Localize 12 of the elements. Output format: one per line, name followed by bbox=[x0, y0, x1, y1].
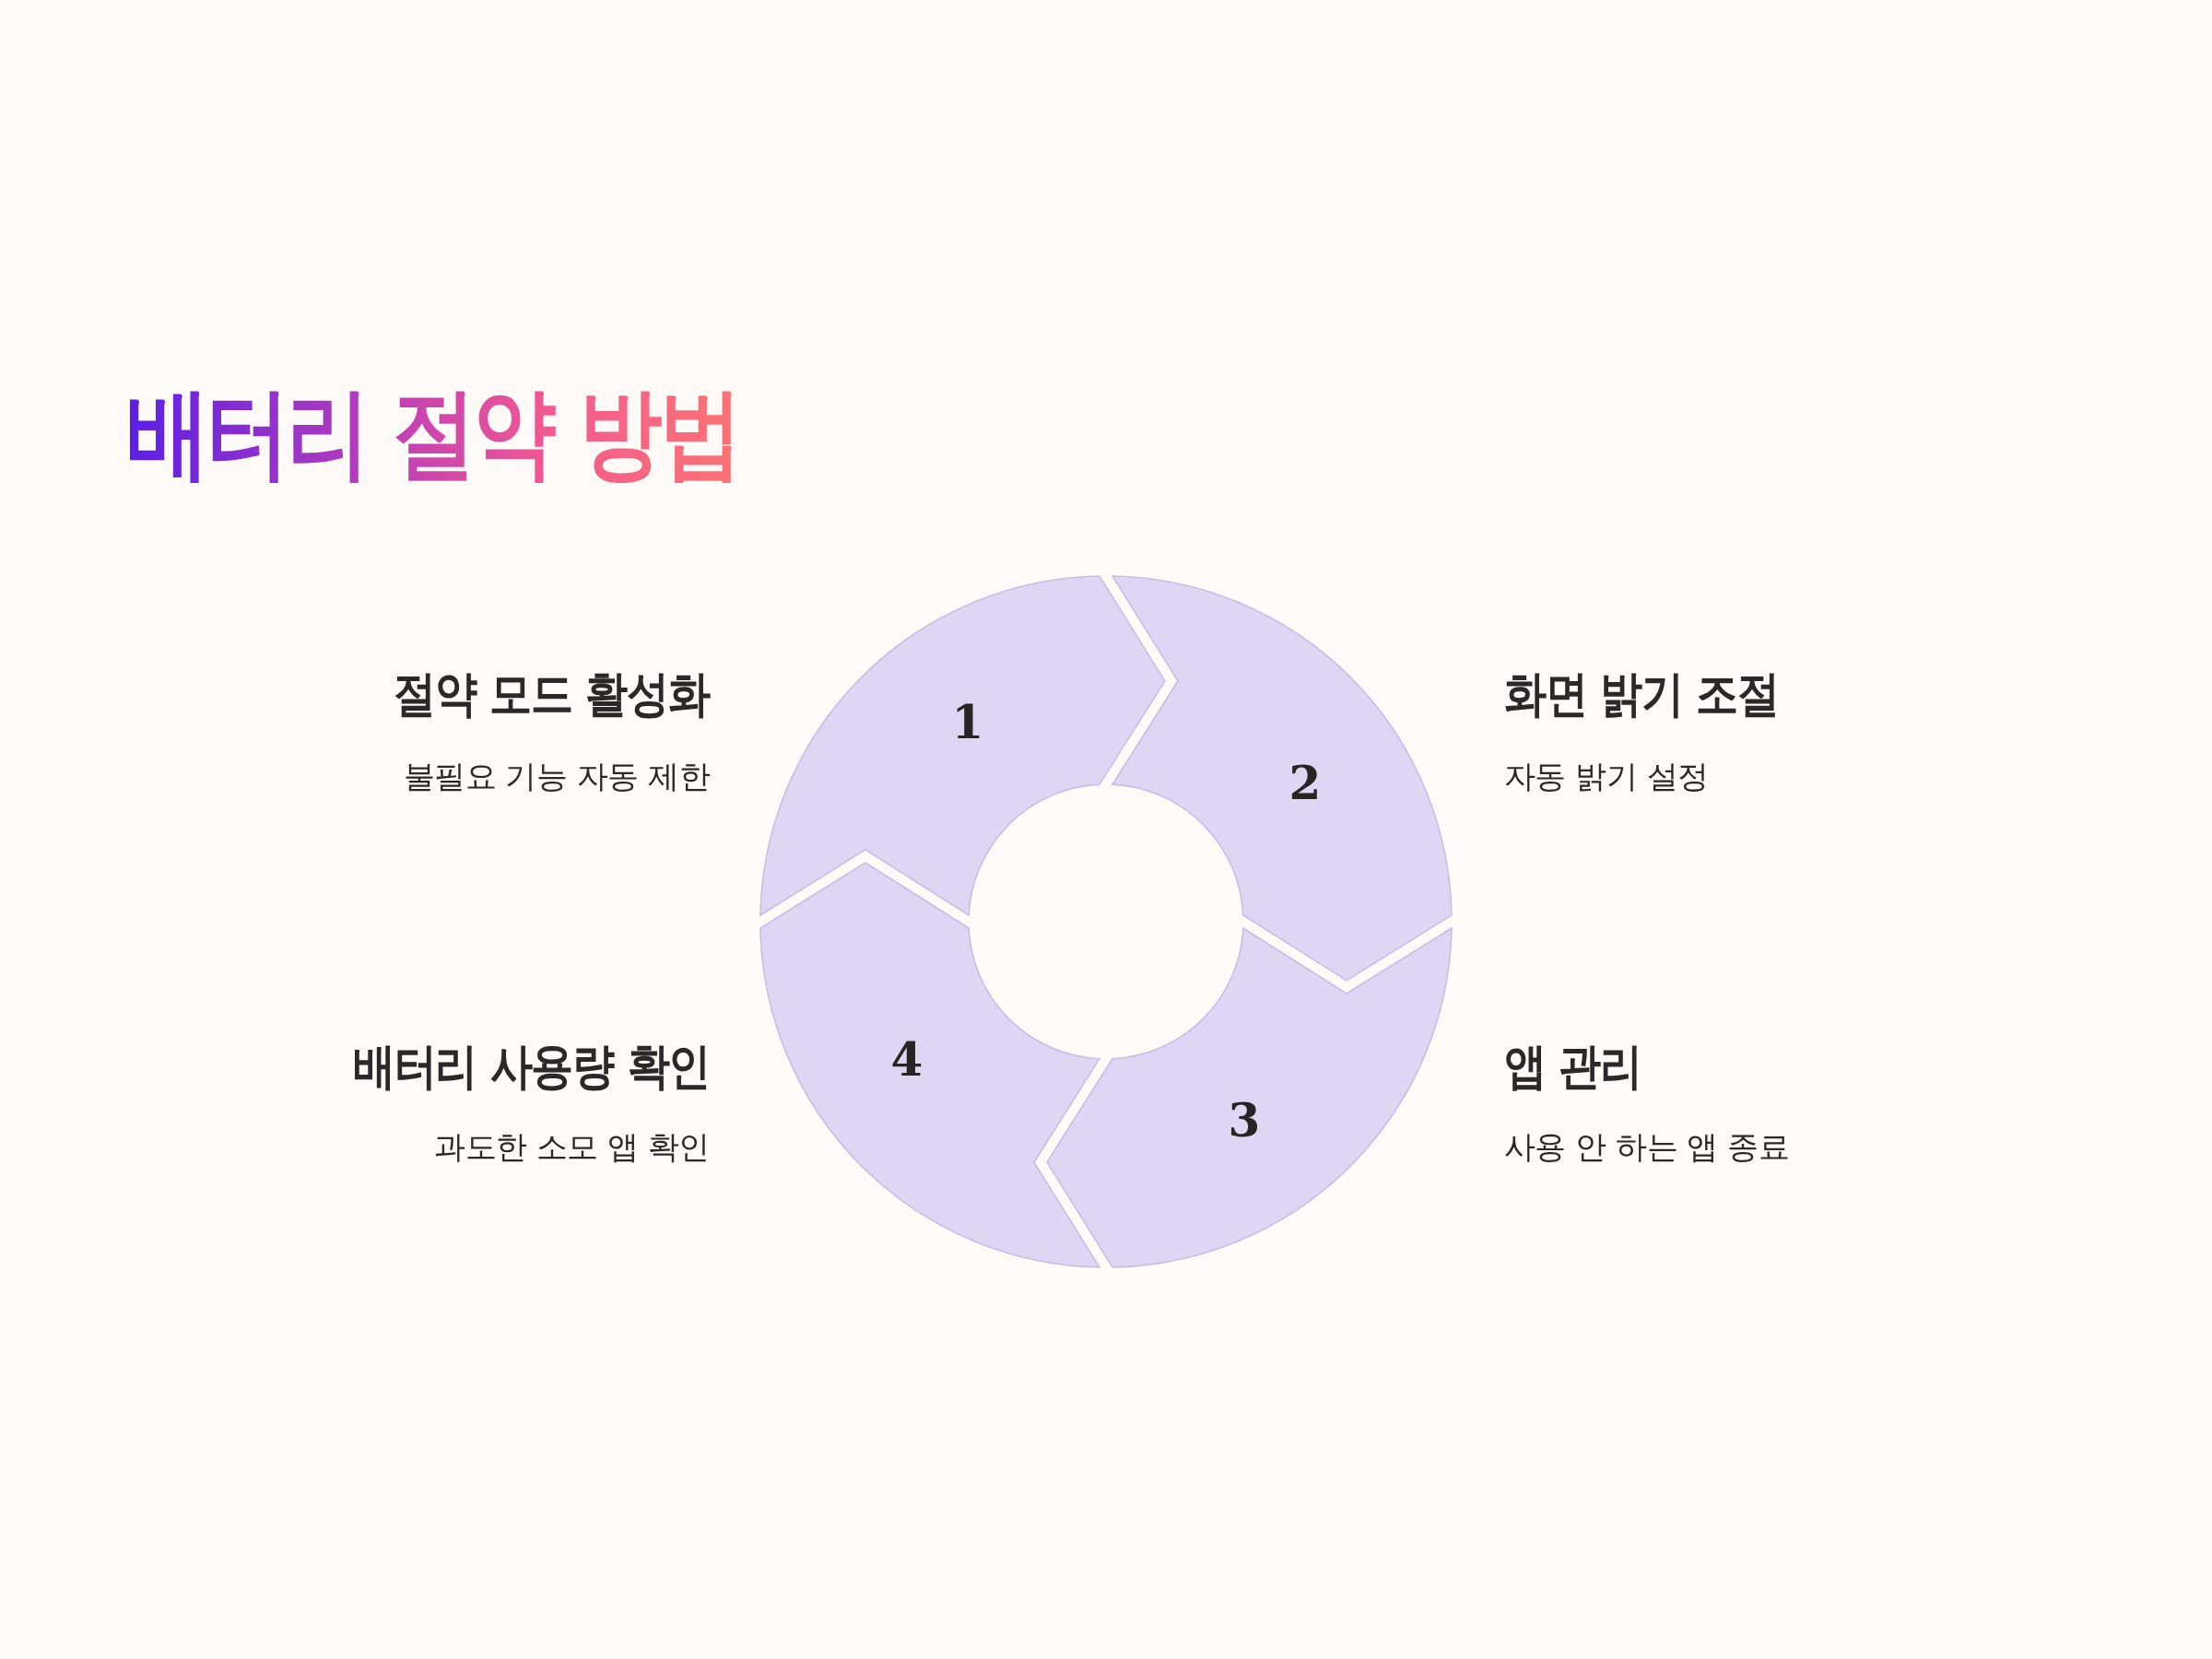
step-number: 1 bbox=[951, 700, 984, 746]
step-heading: 배터리 사용량 확인 bbox=[352, 1039, 710, 1094]
step-number: 2 bbox=[1288, 760, 1322, 806]
step-heading: 앱 관리 bbox=[1504, 1039, 1641, 1094]
step-heading: 절약 모드 활성화 bbox=[394, 666, 710, 722]
step-heading: 화면 밝기 조절 bbox=[1504, 666, 1779, 722]
step-number: 3 bbox=[1228, 1098, 1261, 1144]
step-description: 과도한 소모 앱 확인 bbox=[434, 1128, 710, 1165]
step-description: 자동 밝기 설정 bbox=[1504, 758, 1709, 794]
step-description: 불필요 기능 자동 제한 bbox=[403, 758, 710, 794]
step-number: 4 bbox=[890, 1037, 924, 1083]
step-description: 사용 안 하는 앱 종료 bbox=[1504, 1128, 1790, 1165]
